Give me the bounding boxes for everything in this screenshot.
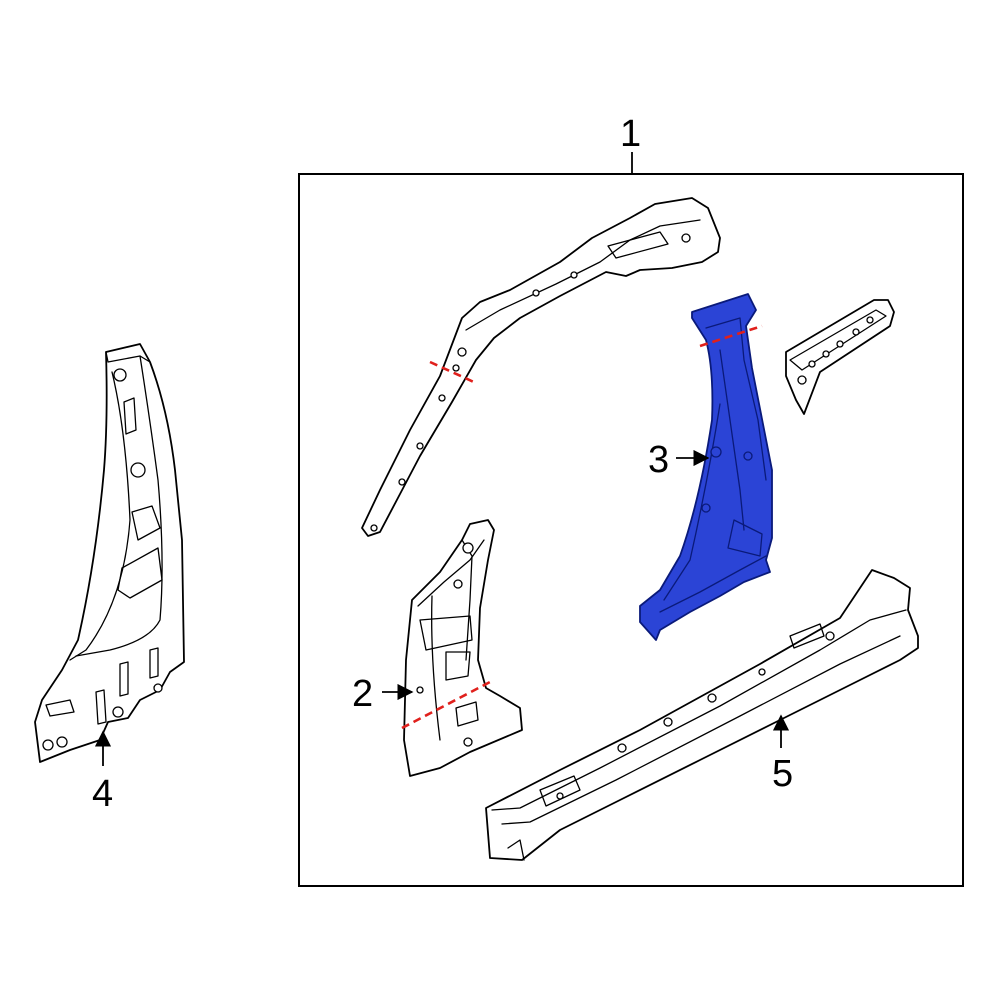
callout-2: 2 [352, 673, 373, 715]
part-5-rocker [485, 569, 919, 861]
cut-line-b-pillar [699, 324, 763, 348]
part-roof-rail [361, 197, 721, 537]
assembly-frame [298, 173, 964, 887]
cut-line-roof-rail [429, 360, 477, 385]
part-4-side-panel [34, 343, 185, 763]
part-3-b-pillar [639, 293, 773, 641]
callout-1: 1 [620, 113, 641, 155]
callout-4: 4 [92, 773, 113, 815]
cut-line-a-pillar [401, 680, 491, 730]
part-2-a-pillar-lower [403, 519, 523, 777]
part-3-fill [639, 293, 773, 641]
part-brace [785, 299, 895, 415]
callout-3: 3 [648, 439, 669, 481]
callout-5: 5 [772, 753, 793, 795]
